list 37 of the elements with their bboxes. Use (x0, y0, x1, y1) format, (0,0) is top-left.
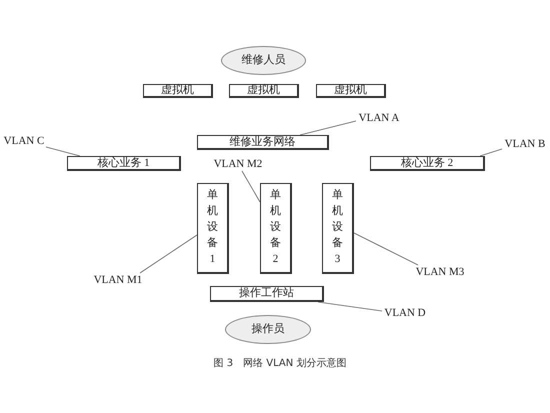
box-label: 维修业务网络 (230, 136, 296, 148)
box-label: 单机设备1 (207, 188, 218, 267)
leader-line (300, 120, 356, 136)
network-box (67, 156, 181, 171)
leader-line (354, 232, 418, 266)
vlan-label: VLAN M3 (412, 265, 468, 279)
vlan-label: VLAN M2 (210, 157, 266, 171)
vlan-label: VLAN C (2, 134, 46, 148)
network-box (197, 135, 329, 150)
leader-line (318, 302, 382, 312)
device-box (322, 183, 354, 274)
box-label: 单机设备3 (332, 188, 343, 267)
box-label: 操作工作站 (239, 288, 294, 299)
box-label: 核心业务 1 (97, 158, 150, 168)
box-label: 虚拟机 (161, 85, 194, 96)
leader-line (480, 148, 502, 156)
network-box (210, 286, 324, 302)
box-label: 单机设备2 (270, 188, 281, 267)
box-label: 维修人员 (242, 55, 286, 66)
vlan-label: VLAN A (356, 111, 402, 125)
network-box (229, 84, 299, 98)
network-box (316, 84, 386, 98)
vlan-label: VLAN B (502, 137, 548, 151)
leader-line (140, 234, 198, 274)
box-label: 核心业务 2 (400, 158, 454, 168)
vlan-label: VLAN M1 (90, 273, 146, 287)
box-label: 操作员 (252, 324, 284, 335)
network-box (370, 156, 485, 171)
network-box (143, 84, 213, 98)
vlan-label: VLAN D (382, 306, 428, 320)
leader-line (242, 170, 260, 202)
box-label: 虚拟机 (334, 85, 367, 96)
device-box (260, 183, 292, 274)
device-box (197, 183, 229, 274)
figure-caption: 图 3 网络 VLAN 划分示意图 (212, 356, 348, 370)
leader-line (46, 146, 80, 156)
box-label: 虚拟机 (247, 85, 280, 96)
